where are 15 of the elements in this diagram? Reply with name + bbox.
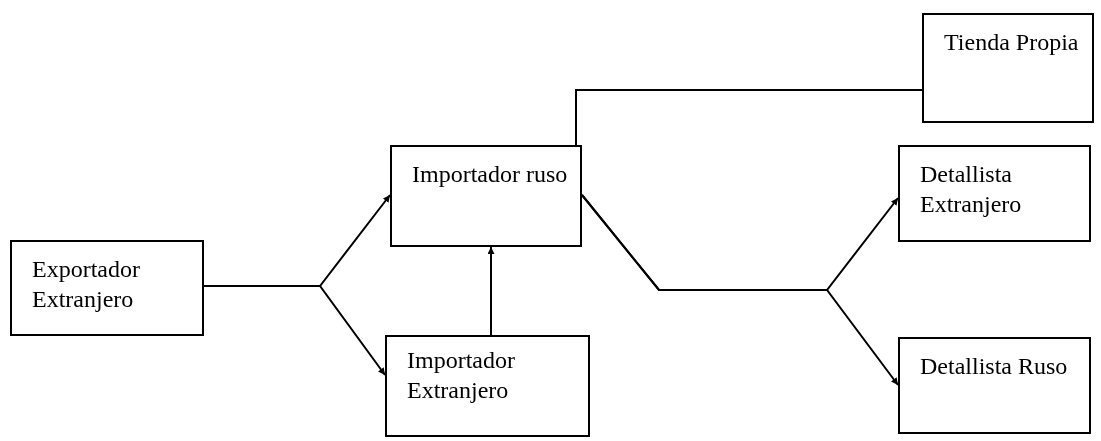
box-label: Exportador Extranjero [32,255,141,314]
connector-arrow [581,194,899,386]
process-box [898,145,1091,242]
box-label: Detallista Extranjero [920,160,1023,219]
box-label: Tienda Propia [944,28,1080,57]
process-box [922,13,1094,123]
process-box [898,337,1091,434]
box-label: Importador ruso [412,160,569,189]
process-box [385,335,590,437]
box-label: Detallista Ruso [920,352,1069,381]
connector-arrow [203,285,386,376]
process-box [390,145,582,247]
process-box [10,240,204,336]
connector-arrow [487,246,495,336]
box-label: Importador Extranjero [407,346,516,405]
